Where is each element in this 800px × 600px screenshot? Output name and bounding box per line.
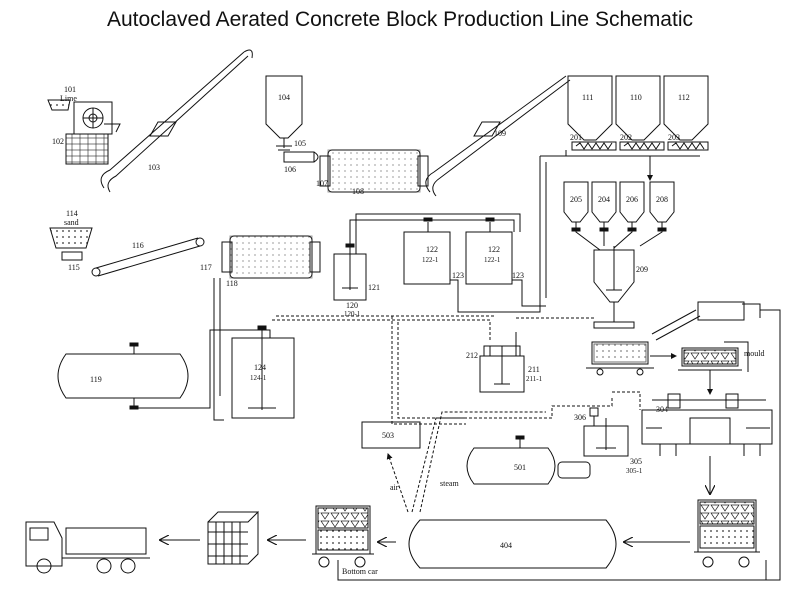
storage-tank-119 xyxy=(57,329,271,409)
label-205: 205 xyxy=(570,195,582,204)
label-119: 119 xyxy=(90,375,102,384)
ball-mill-108 xyxy=(319,149,429,193)
pallet-crate xyxy=(207,510,259,565)
label-304: 304 xyxy=(656,405,668,414)
cutting-carriage xyxy=(651,301,761,341)
label-202: 202 xyxy=(620,133,632,142)
label-lime: Lime xyxy=(60,94,77,103)
label-103: 103 xyxy=(148,163,160,172)
label-114: 114 xyxy=(66,209,78,218)
label-120: 120 xyxy=(346,301,358,310)
label-110: 110 xyxy=(630,93,642,102)
label-111: 111 xyxy=(582,93,593,102)
label-204: 204 xyxy=(598,195,610,204)
cart-right xyxy=(694,499,760,568)
casting-station xyxy=(586,341,677,376)
chute-109 xyxy=(473,121,501,137)
label-118: 118 xyxy=(226,279,238,288)
lime-crusher-101 xyxy=(47,99,121,135)
label-503: 503 xyxy=(382,431,394,440)
diagram-title: Autoclaved Aerated Concrete Block Produc… xyxy=(106,8,693,31)
label-121: 121 xyxy=(368,283,380,292)
label-air: air xyxy=(390,483,399,492)
label-107: 107 xyxy=(316,179,328,188)
label-306: 306 xyxy=(574,413,586,422)
label-109: 109 xyxy=(494,129,506,138)
label-208: 208 xyxy=(656,195,668,204)
silo-111 xyxy=(567,75,613,141)
label-106: 106 xyxy=(284,165,296,174)
dashed-pipe-lines xyxy=(272,315,641,513)
label-mould: mould xyxy=(744,349,764,358)
chute-103 xyxy=(149,121,177,137)
label-sand: sand xyxy=(64,218,79,227)
label-203: 203 xyxy=(668,133,680,142)
label-211: 211 xyxy=(528,365,540,374)
slurry-mixer-209 xyxy=(593,246,635,329)
label-305-1: 305-1 xyxy=(626,467,643,475)
flow-arrows-bottom xyxy=(160,540,690,542)
label-116: 116 xyxy=(132,241,144,250)
vessel-305 xyxy=(583,407,629,457)
label-209: 209 xyxy=(636,265,648,274)
vessel-211 xyxy=(479,332,525,393)
sand-hopper-114 xyxy=(49,227,93,261)
boiler-501 xyxy=(466,438,591,485)
feeder-106 xyxy=(283,151,319,163)
label-101: 101 xyxy=(64,85,76,94)
label-124: 124 xyxy=(254,363,266,372)
label-104: 104 xyxy=(278,93,290,102)
label-122a: 122 xyxy=(426,245,438,254)
dump-truck xyxy=(25,521,150,574)
silo-112 xyxy=(663,75,709,141)
label-108: 108 xyxy=(352,187,364,196)
label-122b: 122 xyxy=(488,245,500,254)
label-124-1: 124-1 xyxy=(250,374,267,382)
label-201: 201 xyxy=(570,133,582,142)
bucket-elevator-103 xyxy=(100,49,253,193)
slurry-tank-122b xyxy=(465,222,546,307)
sand-ball-mill-118 xyxy=(213,235,321,396)
label-122-1a: 122-1 xyxy=(422,256,439,264)
label-305: 305 xyxy=(630,457,642,466)
label-404: 404 xyxy=(500,541,512,550)
label-206: 206 xyxy=(626,195,638,204)
slurry-tank-122a xyxy=(403,222,541,313)
bucket-elevator-109 xyxy=(425,75,571,197)
label-102: 102 xyxy=(52,137,64,146)
label-115: 115 xyxy=(68,263,80,272)
label-117: 117 xyxy=(200,263,212,272)
label-123a: 123 xyxy=(452,271,464,280)
hoppers-205-208 xyxy=(563,156,675,251)
label-105: 105 xyxy=(294,139,306,148)
label-112: 112 xyxy=(678,93,690,102)
label-123b: 123 xyxy=(512,271,524,280)
label-211-1: 211-1 xyxy=(526,375,543,383)
bottom-car-rail xyxy=(337,309,781,581)
lime-hopper-104 xyxy=(265,75,303,151)
autoclave-404 xyxy=(408,519,617,569)
screw-conveyors-201-203 xyxy=(539,141,709,298)
label-212: 212 xyxy=(466,351,478,360)
valve-markers xyxy=(129,217,667,440)
air-compressor-503 xyxy=(361,421,421,449)
mould-box xyxy=(678,341,749,395)
silo-110 xyxy=(615,75,661,141)
mixing-tank-124 xyxy=(213,328,295,421)
label-steam: steam xyxy=(440,479,459,488)
label-120-1: 120-1 xyxy=(344,310,361,318)
cutting-machine-304 xyxy=(641,393,773,456)
cart-left xyxy=(312,505,374,568)
label-122-1b: 122-1 xyxy=(484,256,501,264)
lime-storage-102 xyxy=(65,133,109,165)
belt-conveyor-116 xyxy=(91,237,205,277)
labels: 101 Lime 102 103 104 105 106 107 108 109… xyxy=(52,85,764,576)
label-bottom-car: Bottom car xyxy=(342,567,378,576)
label-501: 501 xyxy=(514,463,526,472)
